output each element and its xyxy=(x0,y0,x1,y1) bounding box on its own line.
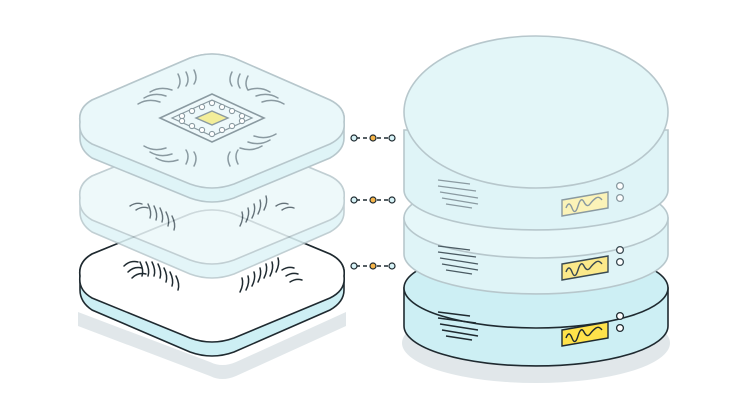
chip-layer-top xyxy=(78,53,346,203)
vent-lines-icon xyxy=(437,179,479,209)
chip-core xyxy=(194,110,230,126)
vent-lines-icon xyxy=(129,195,295,231)
status-led-icon xyxy=(615,323,625,333)
waveform-display-icon xyxy=(561,321,609,347)
connector-top xyxy=(350,134,396,142)
server-disk-top xyxy=(403,35,669,231)
status-led-icon xyxy=(615,257,625,267)
cpu-chip-icon xyxy=(137,69,285,167)
vent-lines-icon xyxy=(437,245,479,275)
vent-lines-icon xyxy=(437,311,479,341)
waveform-display-icon xyxy=(561,191,609,217)
waveform-display-icon xyxy=(561,255,609,281)
status-led-icon xyxy=(615,193,625,203)
left-stack-shadow xyxy=(78,312,346,379)
connector-bottom xyxy=(350,262,396,270)
connector-middle xyxy=(350,196,396,204)
status-led-icon xyxy=(615,311,625,321)
status-led-icon xyxy=(615,181,625,191)
status-led-icon xyxy=(615,245,625,255)
vent-lines-icon xyxy=(123,257,303,293)
dotted-connector-icon xyxy=(350,134,396,270)
